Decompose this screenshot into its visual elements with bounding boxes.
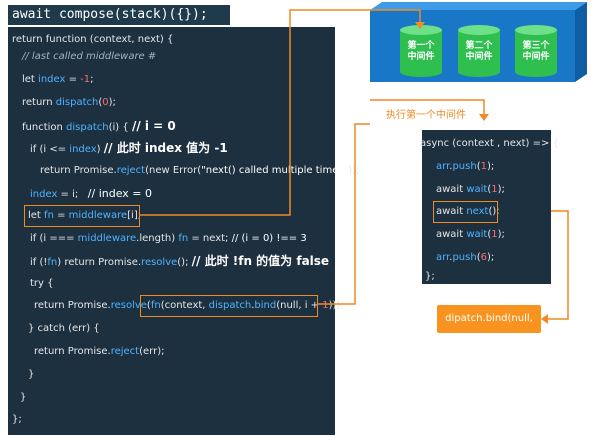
highlight-fn-call	[140, 295, 318, 317]
code-line-5: if (i <= index) // 此时 index 值为 -1	[30, 141, 228, 155]
arrowhead-dispatch	[541, 314, 548, 324]
right-code-line-6: };	[425, 271, 435, 282]
code-line-7: index = i; // index = 0	[30, 187, 152, 200]
highlight-await-next	[433, 201, 498, 223]
code-line-15: }	[28, 369, 35, 380]
arrowhead-caption	[479, 114, 489, 121]
note-index-0: // index = 0	[87, 187, 152, 200]
middleware-label-3: 第三个中间件	[522, 41, 550, 62]
blue-box-top-face	[370, 2, 587, 10]
arrowhead-mw1	[415, 22, 425, 29]
code-line-6: return Promise.reject(new Error("next() …	[40, 165, 360, 176]
code-line-11: try {	[30, 278, 54, 289]
right-code-line-0: async (context , next) => {	[420, 138, 559, 149]
compose-call-title: await compose(stack)({});	[8, 5, 230, 25]
middleware-cylinder-3	[515, 25, 557, 77]
note-index-value: // 此时 index 值为 -1	[103, 141, 228, 155]
right-code-line-5: arr.push(6);	[436, 252, 495, 263]
middleware-label-2: 第二个中间件	[465, 41, 493, 62]
code-line-13: } catch (err) {	[28, 323, 100, 334]
code-line-14: return Promise.reject(err);	[34, 346, 165, 357]
highlight-let-fn	[24, 205, 140, 227]
code-line-2: let index = -1;	[22, 74, 94, 85]
connector-call-to-right	[318, 123, 370, 305]
blue-box-side-face	[575, 2, 587, 82]
right-code-line-4: await wait(1);	[436, 229, 505, 240]
code-line-9: if (i === middleware.length) fn = next; …	[30, 233, 307, 244]
connector-fn-to-mw1	[140, 9, 421, 216]
right-code-line-1: arr.push(1);	[436, 161, 495, 172]
connector-caption	[370, 99, 485, 116]
code-line-1: // last called middleware #	[22, 51, 157, 62]
middleware-cylinder-2	[458, 25, 500, 77]
code-line-17: };	[12, 414, 22, 425]
code-line-8: let fn = middleware[i];	[28, 210, 142, 221]
code-line-0: return function (context, next) {	[12, 34, 174, 45]
right-code-line-2: await wait(1);	[436, 184, 505, 195]
middleware-code-panel	[422, 130, 551, 284]
dispatch-bind-label: dipatch.bind(null, 1);	[437, 305, 541, 352]
note-fn-false: // 此时 !fn 的值为 false	[191, 254, 330, 268]
code-line-16: }	[20, 392, 27, 403]
dispatch-code-panel	[8, 27, 335, 435]
middleware-label-1: 第一个中间件	[407, 41, 435, 62]
middleware-cylinder-1	[400, 25, 442, 77]
code-line-12: return Promise.resolve(fn(context, dispa…	[34, 300, 344, 311]
code-line-10: if (!fn) return Promise.resolve(); // 此时…	[30, 254, 330, 268]
code-line-4: function dispatch(i) { // i = 0	[22, 119, 176, 133]
right-code-line-3: await next();	[436, 206, 500, 217]
execute-first-caption: 执行第一个中间件	[386, 110, 466, 121]
code-line-3: return dispatch(0);	[22, 97, 116, 108]
note-i-0: // i = 0	[131, 119, 176, 133]
